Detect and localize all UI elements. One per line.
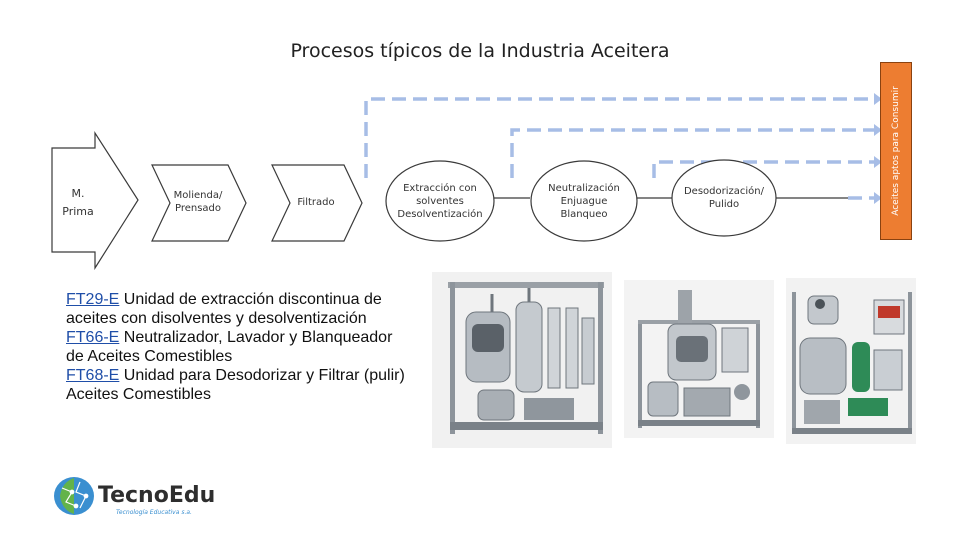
raw-material-label: M. Prima (58, 185, 98, 221)
step-molienda-label: Molienda/ Prensado (166, 180, 230, 224)
output-box: Aceites aptos para Consumir (880, 62, 912, 240)
photo-deodorizer-unit (786, 278, 916, 444)
photo-neutralizer-unit (624, 280, 774, 438)
step-filtrado-label: Filtrado (286, 188, 346, 216)
photo-extraction-unit (432, 272, 612, 448)
raw-material-label-line1: M. (58, 185, 98, 203)
equipment-description: FT29-E Unidad de extracción discontinua … (66, 290, 411, 404)
step-desodorizacion-label: Desodorización/ Pulido (674, 176, 774, 220)
step-neutralizacion-label: Neutralización Enjuague Blanqueo (532, 174, 636, 228)
equipment-link-ft29[interactable]: FT29-E (66, 291, 119, 308)
logo-text: TecnoEdu (98, 483, 215, 508)
output-label: Aceites aptos para Consumir (891, 86, 901, 216)
tecnoedu-logo: TecnoEdu Tecnología Educativa s.a. (52, 472, 242, 520)
step-extraccion-label: Extracción con solventes Desolventizació… (388, 174, 492, 228)
equipment-link-ft66[interactable]: FT66-E (66, 329, 119, 346)
logo-subtitle: Tecnología Educativa s.a. (116, 509, 192, 516)
equipment-link-ft68[interactable]: FT68-E (66, 367, 119, 384)
brain-icon (54, 477, 94, 515)
raw-material-label-line2: Prima (58, 203, 98, 221)
